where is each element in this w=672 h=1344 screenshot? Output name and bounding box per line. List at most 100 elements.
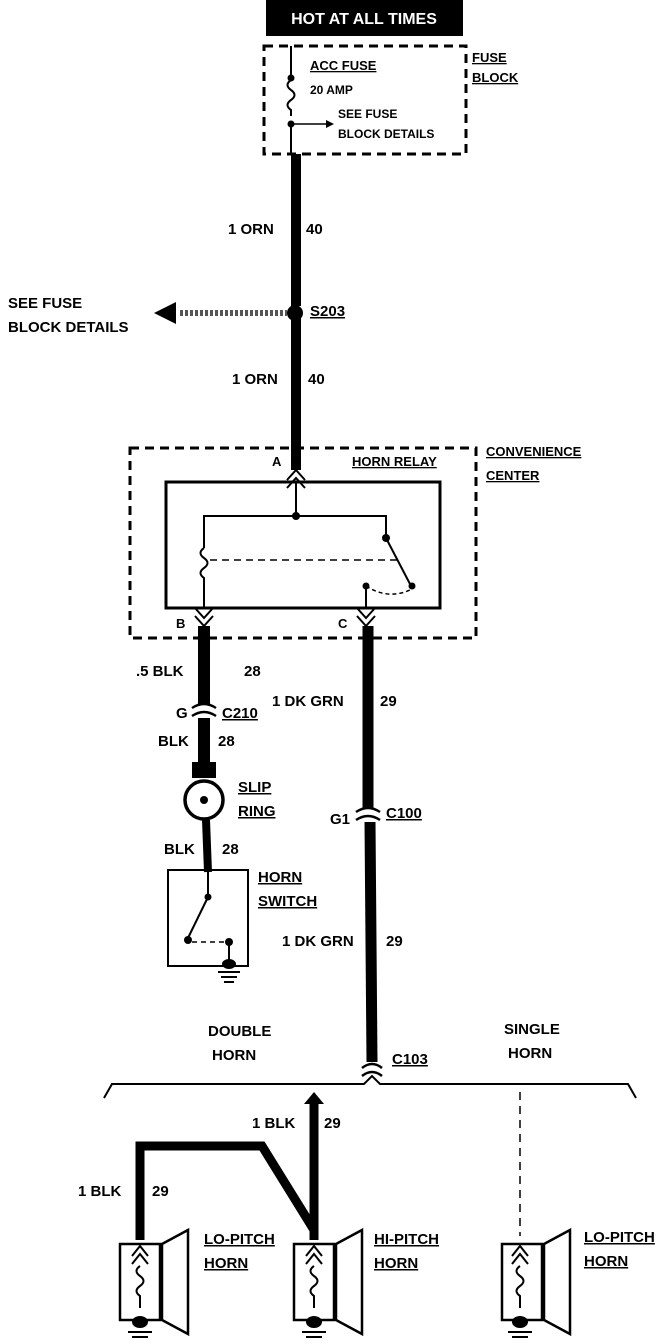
pin-b-label: B (176, 616, 185, 631)
horn-coil-icon (515, 1265, 525, 1308)
wire-dkgrn-29-lower-circuit: 29 (386, 933, 403, 950)
fuse-see-line2: BLOCK DETAILS (338, 127, 434, 141)
slip-ring-line1: SLIP (238, 779, 271, 796)
hi-pitch-line2: HORN (374, 1255, 418, 1272)
wire-blk-28-middle-circuit: 28 (218, 733, 235, 750)
connector-c100-icon (355, 806, 381, 822)
hi-pitch-horn: HI-PITCH HORN (292, 1227, 439, 1338)
connector-c103-icon (361, 1062, 383, 1078)
horn-switch-line2: SWITCH (258, 893, 317, 910)
ground-icon (512, 1316, 528, 1328)
lo-wire-label: 1 BLK (78, 1183, 122, 1200)
hi-connector-icon (305, 1244, 323, 1265)
slip-ring-center (200, 796, 208, 804)
splice-see-line1: SEE FUSE (8, 295, 82, 312)
fuse-name: ACC FUSE (310, 58, 377, 73)
horn-relay-name: HORN RELAY (352, 454, 437, 469)
hi-pitch-line1: HI-PITCH (374, 1231, 439, 1248)
convenience-center-outline (128, 446, 478, 640)
fuse-icon (286, 79, 296, 116)
arrow-up-icon (304, 1092, 324, 1104)
horn-bell-icon (334, 1227, 364, 1337)
fuse-block-title-line1: FUSE (472, 50, 507, 65)
wire-blk-28-lower-circuit: 28 (222, 841, 239, 858)
lo-pitch-horn: LO-PITCH HORN (118, 1227, 275, 1338)
relay-coil-icon (199, 547, 209, 582)
wire-lo-pitch-jumper (135, 1141, 318, 1240)
arrow-right-icon (326, 120, 334, 128)
ground-icon (132, 1316, 148, 1328)
lo-wire-circuit: 29 (152, 1183, 169, 1200)
wire-blk-28-lower (202, 819, 212, 873)
wire-orn-lower-circuit: 40 (308, 371, 325, 388)
horn-coil-icon (135, 1265, 145, 1308)
single-lo-line1: LO-PITCH (584, 1229, 655, 1246)
wire-dkgrn-29-upper-label: 1 DK GRN (272, 693, 344, 710)
orange-feed-wire: 1 ORN 40 1 ORN 40 (228, 154, 325, 470)
connector-c-icon (356, 607, 376, 628)
fuse-block-outline (262, 44, 468, 156)
connector-c210-icon (191, 702, 217, 718)
pin-c-label: C (338, 616, 348, 631)
horn-switch-node-left (184, 936, 192, 944)
arrow-left-icon (154, 302, 176, 324)
single-horn-line2: HORN (508, 1045, 552, 1062)
relay-internal-bus (203, 515, 387, 548)
wire-blk-28-middle-label: BLK (158, 733, 189, 750)
splice-dot (287, 305, 303, 321)
slip-ring-top-block (192, 762, 216, 778)
hi-wire-label: 1 BLK (252, 1115, 296, 1132)
single-lo-line2: HORN (584, 1253, 628, 1270)
header-label: HOT AT ALL TIMES (291, 11, 437, 28)
c103-id: C103 (392, 1051, 428, 1068)
wire-orn-lower-label: 1 ORN (232, 371, 278, 388)
double-horn-line1: DOUBLE (208, 1023, 271, 1040)
header: HOT AT ALL TIMES (266, 0, 463, 36)
slip-ring-icon (183, 779, 225, 821)
c100-id: C100 (386, 805, 422, 822)
convenience-center-title-line1: CONVENIENCE (486, 444, 582, 459)
splice-see-line2: BLOCK DETAILS (8, 319, 129, 336)
single-lo-pitch-horn: LO-PITCH HORN (500, 1227, 655, 1338)
convenience-center-title-line2: CENTER (486, 468, 540, 483)
c210-id: C210 (222, 705, 258, 722)
option-brace (103, 1074, 637, 1099)
relay-switch-node-2 (408, 582, 416, 590)
wire-blk-28-lower-label: BLK (164, 841, 195, 858)
fuse-node-top (287, 74, 295, 82)
fuse-block-title-line2: BLOCK (472, 70, 519, 85)
ground-icon (306, 1316, 322, 1328)
c210-pin: G (176, 705, 188, 722)
relay-contact-arc (365, 585, 411, 595)
lo-pitch-line2: HORN (204, 1255, 248, 1272)
wire-orn-upper-circuit: 40 (306, 221, 323, 238)
single-horn-line1: SINGLE (504, 1021, 560, 1038)
lo-pitch-line1: LO-PITCH (204, 1231, 275, 1248)
header-box (266, 0, 463, 36)
left-branch-horn-switch: .5 BLK 28 G C210 BLK 28 SLIP RING BLK 28… (136, 626, 317, 983)
horn-bell-icon (160, 1227, 190, 1337)
horn-options: DOUBLE HORN SINGLE HORN (103, 1021, 637, 1099)
slip-ring-line2: RING (238, 803, 276, 820)
pin-a-label: A (272, 454, 282, 469)
horn-bell-icon (542, 1227, 572, 1337)
horn-coil-icon (309, 1265, 319, 1308)
lo-connector-icon (131, 1244, 149, 1265)
relay-switch-contact (385, 537, 411, 585)
horn-switch-contact (187, 896, 209, 939)
connector-b-icon (194, 607, 214, 628)
horn-switch-line1: HORN (258, 869, 302, 886)
double-horn-line2: HORN (212, 1047, 256, 1064)
c100-pin: G1 (330, 811, 350, 828)
convenience-center: CONVENIENCE CENTER HORN RELAY A B C (128, 444, 582, 640)
ground-icon (222, 959, 236, 969)
wire-blk-28-upper-label: .5 BLK (136, 663, 184, 680)
connector-a-icon (286, 468, 306, 489)
wire-orn-upper-label: 1 ORN (228, 221, 274, 238)
horn-wiring: 1 BLK 29 1 BLK 29 (78, 1092, 521, 1240)
wire-dkgrn-29-lower-label: 1 DK GRN (282, 933, 354, 950)
single-connector-icon (511, 1244, 529, 1265)
splice-id: S203 (310, 303, 345, 320)
fuse-see-line1: SEE FUSE (338, 107, 397, 121)
